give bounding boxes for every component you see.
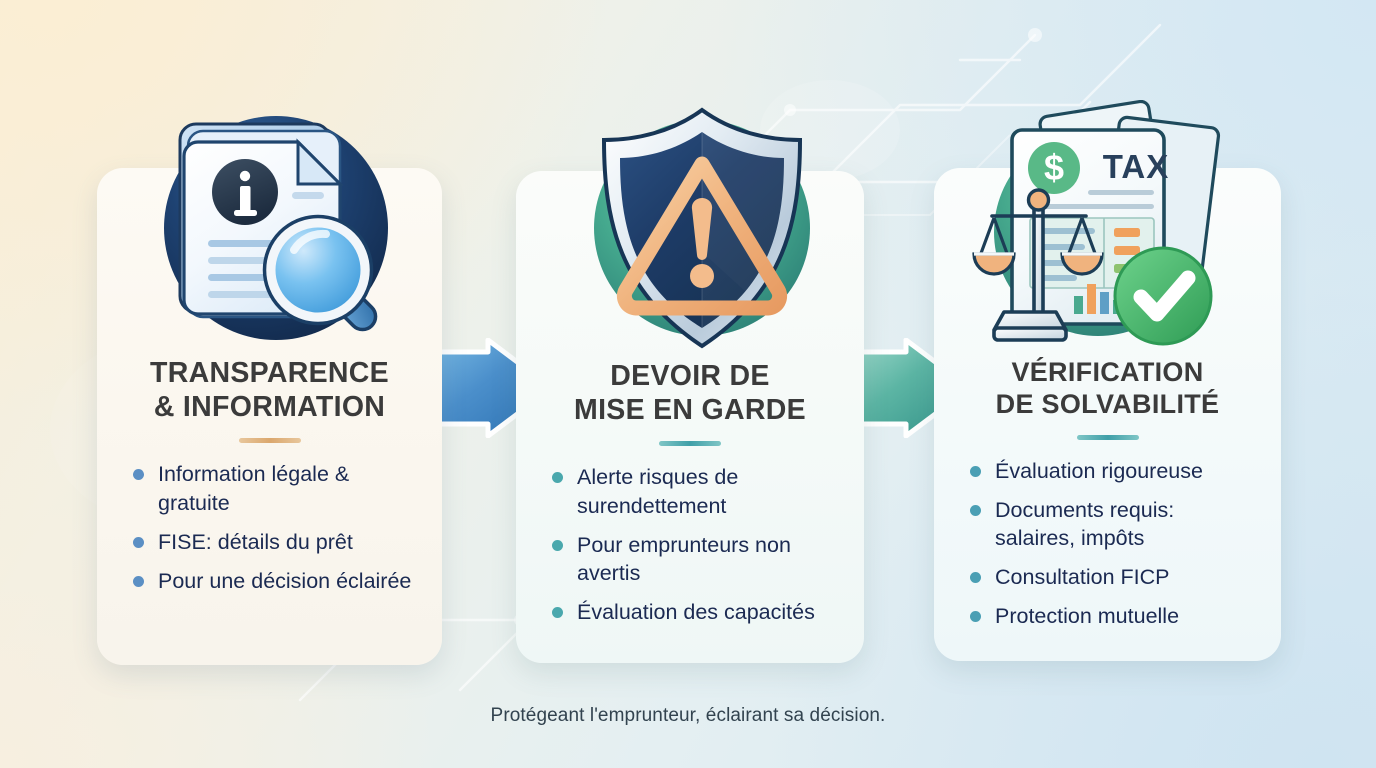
card-2-bullet-list: Alerte risques de surendettement Pour em… [542, 463, 838, 626]
list-item: Consultation FICP [970, 563, 1255, 591]
card-2-title-line-2: MISE EN GARDE [574, 394, 806, 427]
footer-caption: Protégeant l'emprunteur, éclairant sa dé… [490, 705, 886, 726]
list-item: Évaluation des capacités [552, 598, 838, 626]
list-item: Documents requis: salaires, impôts [970, 496, 1255, 552]
list-item: Alerte risques de surendettement [552, 463, 838, 519]
card-3-divider [1076, 434, 1139, 440]
card-verification-de-solvabilite[interactable]: VÉRIFICATION DE SOLVABILITÉ Évaluation r… [931, 165, 1284, 664]
card-devoir-de-mise-en-garde[interactable]: DEVOIR DE MISE EN GARDE Alerte risques d… [513, 168, 867, 666]
card-3-body: VÉRIFICATION DE SOLVABILITÉ Évaluation r… [934, 356, 1281, 642]
card-1-title-line-2: & INFORMATION [153, 391, 386, 424]
card-1-body: TRANSPARENCE & INFORMATION Information l… [97, 356, 442, 606]
card-3-title-line-1: VÉRIFICATION [1011, 357, 1204, 387]
list-item: Information légale & gratuite [133, 460, 416, 516]
card-2-title: DEVOIR DE MISE EN GARDE [542, 359, 838, 427]
card-1-title-line-1: TRANSPARENCE [149, 357, 389, 389]
card-3-title-line-2: DE SOLVABILITÉ [995, 389, 1220, 420]
list-item: Protection mutuelle [970, 602, 1255, 630]
list-item: Pour une décision éclairée [133, 567, 416, 595]
card-transparence-information[interactable]: TRANSPARENCE & INFORMATION Information l… [94, 165, 445, 668]
card-1-title: TRANSPARENCE & INFORMATION [123, 356, 416, 424]
card-2-body: DEVOIR DE MISE EN GARDE Alerte risques d… [516, 359, 864, 637]
card-2-divider [659, 441, 721, 447]
list-item: FISE: détails du prêt [133, 528, 416, 556]
card-3-title: VÉRIFICATION DE SOLVABILITÉ [960, 356, 1255, 421]
list-item: Évaluation rigoureuse [970, 457, 1255, 485]
card-3-bullet-list: Évaluation rigoureuse Documents requis: … [960, 457, 1255, 631]
list-item: Pour emprunteurs non avertis [552, 531, 838, 587]
card-1-divider [238, 438, 301, 444]
card-1-bullet-list: Information légale & gratuite FISE: déta… [123, 460, 416, 595]
card-2-title-line-1: DEVOIR DE [610, 360, 770, 392]
